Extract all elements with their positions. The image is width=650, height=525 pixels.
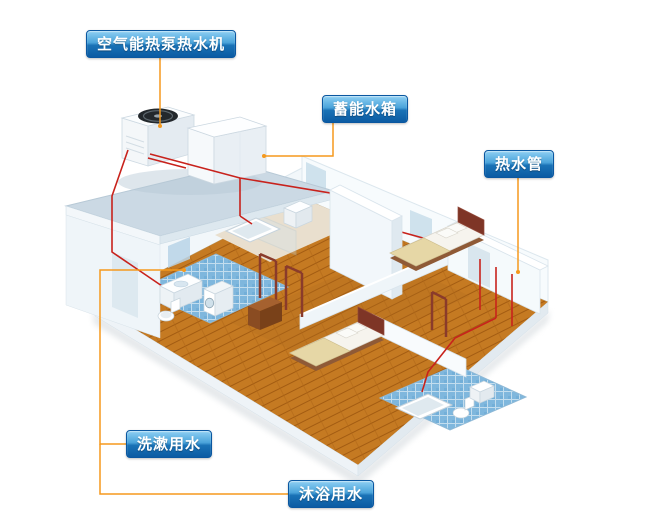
washing-machine (203, 280, 234, 317)
bottom-bathroom-fixtures (394, 380, 495, 420)
bedroom2-dresser (248, 297, 282, 330)
heat-pump-unit (120, 106, 196, 167)
headboard (357, 306, 385, 336)
bedroom2-floor (230, 256, 470, 362)
callout-hot-water-pipe: 热水管 (484, 150, 555, 178)
partition-walls (299, 184, 467, 378)
top-bathroom-floor (215, 198, 360, 262)
door-frames (258, 252, 448, 337)
leader-washing-water (99, 269, 184, 445)
doorway (468, 243, 490, 288)
bathtub (224, 217, 282, 243)
left-bathroom-fixtures (157, 237, 234, 322)
toilet (452, 394, 475, 419)
leader-bathing-water (99, 444, 288, 495)
bathtub (394, 393, 454, 420)
top-bathroom-fixtures (224, 200, 313, 243)
hot-water-pipes-indoor (239, 215, 513, 393)
headboard (457, 206, 485, 236)
roof-platform (64, 163, 336, 339)
bedroom1-bed (389, 206, 485, 271)
mirror (168, 237, 190, 268)
heat-pump-fan-icon (138, 108, 178, 124)
bedroom2-bed (289, 306, 385, 371)
toilet (157, 297, 181, 322)
vanity (283, 200, 313, 229)
callout-bathing-water: 沐浴用水 (288, 480, 375, 508)
callout-washing-water: 洗漱用水 (126, 430, 213, 458)
callout-heat-pump: 空气能热泵热水机 (86, 30, 237, 58)
leader-lines (99, 57, 520, 495)
washbasin (469, 380, 495, 404)
storage-tank-unit (186, 116, 268, 185)
leader-storage-tank (264, 122, 334, 157)
callout-storage-tank: 蓄能水箱 (322, 95, 409, 123)
door-opening (112, 252, 138, 318)
